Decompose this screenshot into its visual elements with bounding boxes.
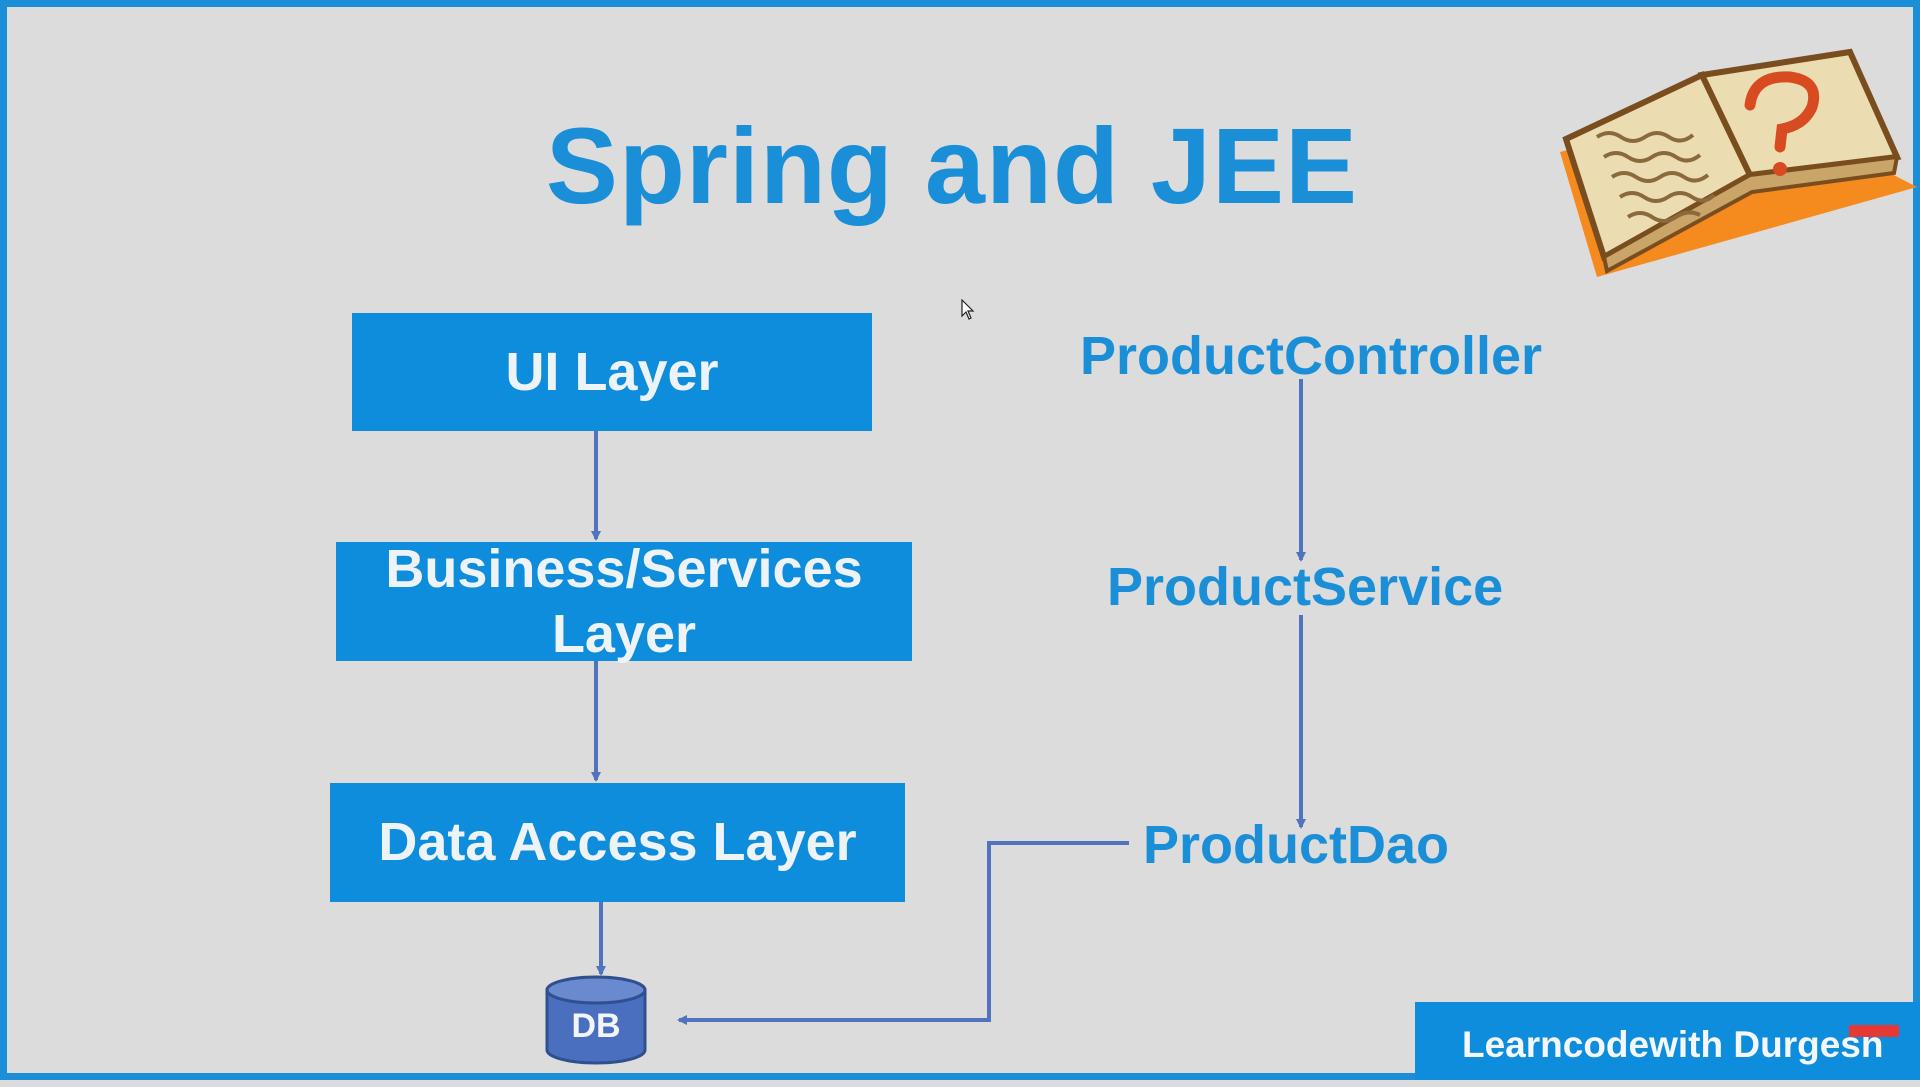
mouse-cursor-icon (961, 299, 975, 320)
product-controller-label: ProductController (1080, 326, 1543, 386)
subscribe-badge-icon[interactable] (1849, 1025, 1899, 1037)
db-label: DB (571, 1007, 621, 1045)
channel-name: Learncodewith Durgesh (1462, 1024, 1884, 1065)
data-access-layer-box: Data Access Layer (330, 783, 905, 902)
slide-title: Spring and JEE (545, 105, 1359, 226)
ui-layer-box: UI Layer (352, 313, 872, 431)
business-layer-box: Business/Services Layer (336, 539, 912, 664)
branding-bar (1415, 1002, 1920, 1080)
question-book-icon (1560, 48, 1917, 277)
product-dao-label: ProductDao (1143, 815, 1450, 875)
product-service-label: ProductService (1107, 557, 1504, 617)
